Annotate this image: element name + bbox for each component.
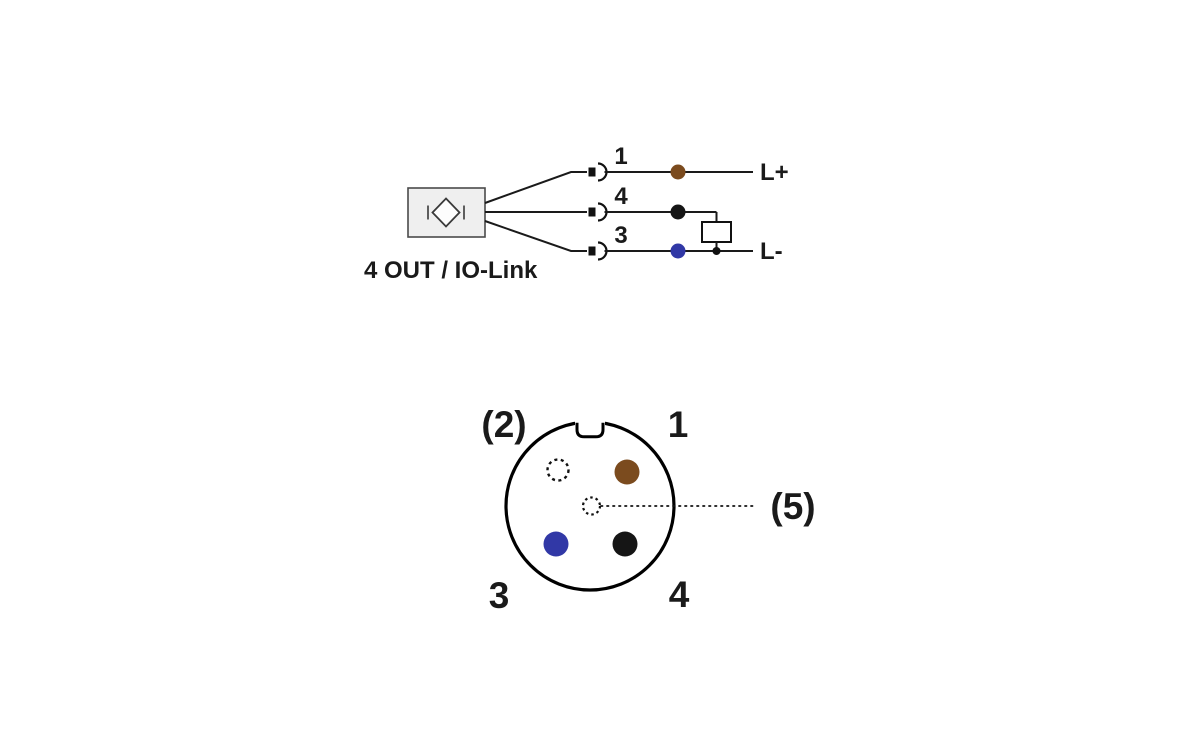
junction-dot (712, 247, 721, 255)
notch-mask (575, 418, 605, 427)
wire-color-dot-blue (670, 243, 686, 259)
wire-color-dot-black (670, 204, 686, 220)
wire-pin3-label: 3 (614, 222, 627, 249)
plug-connector-icon-pin1 (588, 162, 608, 182)
pinout-label-pin3: 3 (489, 575, 510, 616)
pin4-contact-black (612, 531, 638, 557)
wire-pin4-label: 4 (614, 183, 628, 210)
plug-connector-icon-pin4 (588, 202, 608, 222)
load-symbol (701, 221, 732, 243)
plug-tab-pin1 (588, 167, 596, 177)
wire-pin1-label: 1 (614, 143, 627, 170)
device-mode-label: 4 OUT / IO-Link (364, 257, 538, 284)
wiring-diagram: 1 4 3 L+ L- 4 OUT / IO-Link (364, 143, 789, 284)
supply-positive-label: L+ (760, 159, 789, 186)
pinout-label-pin5: (5) (770, 486, 815, 527)
plug-tab-pin3 (588, 246, 596, 256)
plug-connector-icon-pin3 (588, 241, 608, 261)
connector-pinout: (2) 1 3 4 (5) (481, 404, 815, 616)
keying-notch (575, 422, 605, 439)
wire-pin1-segment (484, 171, 587, 204)
pin5-contact-dashed (581, 496, 602, 516)
pinout-label-pin2: (2) (481, 404, 526, 445)
pin2-contact-dashed (546, 458, 570, 482)
supply-negative-label: L- (760, 238, 783, 265)
plug-tab-pin4 (588, 207, 596, 217)
pin3-contact-blue (543, 531, 569, 557)
pinout-label-pin1: 1 (668, 404, 689, 445)
wire-color-dot-brown (670, 164, 686, 180)
pin1-contact-brown (614, 459, 640, 485)
wire-pin3-segment (484, 220, 587, 252)
sensor-diamond-icon (431, 197, 461, 228)
pinout-label-pin4: 4 (669, 574, 690, 615)
